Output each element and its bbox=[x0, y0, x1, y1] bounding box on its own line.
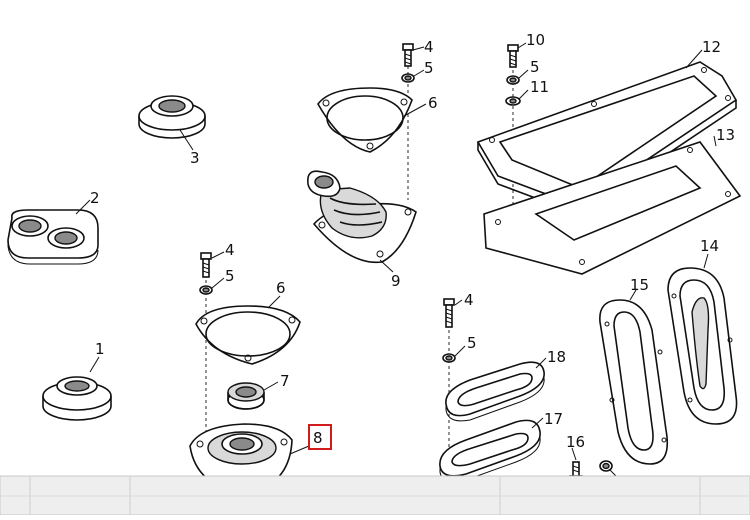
callout-15[interactable]: 15 bbox=[630, 276, 649, 294]
washer-5-lower-right[interactable] bbox=[442, 353, 456, 363]
part-1-grommet[interactable] bbox=[42, 376, 112, 421]
callout-6-upper[interactable]: 6 bbox=[428, 94, 438, 112]
callout-1[interactable]: 1 bbox=[95, 340, 105, 358]
callout-16[interactable]: 16 bbox=[566, 433, 585, 451]
callout-5-right[interactable]: 5 bbox=[530, 58, 540, 76]
callout-9[interactable]: 9 bbox=[391, 272, 401, 290]
callout-17[interactable]: 17 bbox=[544, 410, 563, 428]
callout-8[interactable]: 8 bbox=[313, 429, 323, 447]
callout-4-lower[interactable]: 4 bbox=[225, 241, 235, 259]
callout-4-upper[interactable]: 4 bbox=[424, 38, 434, 56]
part-6-flange-plate-lower[interactable] bbox=[195, 305, 301, 365]
bolt-10[interactable] bbox=[507, 44, 519, 68]
callout-5-upper[interactable]: 5 bbox=[424, 59, 434, 77]
highlight-box-8 bbox=[308, 424, 332, 450]
callout-10[interactable]: 10 bbox=[526, 31, 545, 49]
callout-12[interactable]: 12 bbox=[702, 38, 721, 56]
part-3-grommet[interactable] bbox=[138, 95, 206, 139]
callout-11[interactable]: 11 bbox=[530, 78, 549, 96]
bolt-4-lower[interactable] bbox=[200, 252, 212, 278]
leader-2 bbox=[75, 199, 91, 215]
callout-5-lower[interactable]: 5 bbox=[225, 267, 235, 285]
part-13-base-plate[interactable] bbox=[483, 141, 742, 275]
bolt-4-right[interactable] bbox=[443, 298, 455, 328]
part-6-flange-plate-upper[interactable] bbox=[317, 87, 413, 153]
part-18-gasket[interactable] bbox=[445, 361, 545, 422]
part-11-nut[interactable] bbox=[505, 96, 521, 106]
callout-14[interactable]: 14 bbox=[700, 237, 719, 255]
leader-3 bbox=[179, 129, 194, 151]
callout-3[interactable]: 3 bbox=[190, 149, 200, 167]
leader-1 bbox=[89, 356, 100, 373]
callout-5-lower-right[interactable]: 5 bbox=[467, 334, 477, 352]
callout-7[interactable]: 7 bbox=[280, 372, 290, 390]
part-15-seal-frame[interactable] bbox=[599, 299, 669, 465]
callout-18[interactable]: 18 bbox=[547, 348, 566, 366]
washer-5-upper[interactable] bbox=[401, 73, 415, 83]
part-14-seal-boot[interactable] bbox=[667, 267, 738, 425]
callout-13[interactable]: 13 bbox=[716, 126, 735, 144]
part-9-rubber-boot[interactable] bbox=[306, 170, 417, 264]
callout-2[interactable]: 2 bbox=[90, 189, 100, 207]
part-17-gasket[interactable] bbox=[439, 419, 541, 483]
washer-5-right[interactable] bbox=[506, 75, 520, 85]
part-7-oil-seal[interactable] bbox=[227, 382, 265, 410]
callout-6-lower[interactable]: 6 bbox=[276, 279, 286, 297]
callout-4-right[interactable]: 4 bbox=[464, 291, 474, 309]
bolt-4-upper[interactable] bbox=[402, 43, 414, 67]
title-block-strip bbox=[0, 475, 750, 516]
part-2-double-grommet[interactable] bbox=[7, 209, 99, 265]
washer-5-bottom[interactable] bbox=[599, 460, 613, 472]
washer-5-lower[interactable] bbox=[199, 285, 213, 295]
